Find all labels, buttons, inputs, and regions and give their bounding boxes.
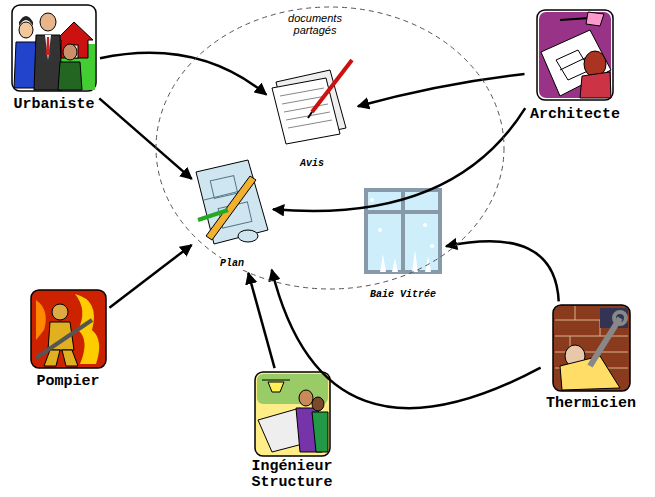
arrow-connector — [99, 98, 191, 178]
ingenieur-icon — [255, 372, 330, 456]
plan-icon — [196, 160, 268, 244]
arrow-connector — [248, 273, 274, 368]
pompier-icon — [31, 290, 106, 368]
actor-node: Pompier — [29, 289, 107, 390]
actor-label: Thermicien — [546, 396, 636, 412]
actor-node: Architecte — [528, 10, 623, 123]
actor-node: Thermicien — [544, 304, 639, 412]
dashed-ellipse — [155, 6, 505, 290]
arrow-connector — [272, 270, 541, 408]
arrow-connector — [273, 108, 525, 211]
actor-node: Urbaniste — [11, 5, 97, 113]
urbaniste-icon — [12, 5, 96, 91]
document-node: Plan — [194, 158, 270, 270]
actor-node: Ingénieur Structure — [235, 371, 349, 491]
baie-vitree-icon — [366, 190, 440, 272]
actor-label: Ingénieur Structure — [237, 459, 347, 491]
actor-label: Urbaniste — [13, 97, 94, 113]
avis-icon — [272, 60, 352, 144]
architecte-icon — [537, 10, 613, 100]
document-label: Plan — [219, 258, 245, 270]
document-node: Baie Vitrée — [363, 189, 443, 301]
arrow-connector — [109, 245, 191, 308]
actor-label: Pompier — [36, 374, 99, 390]
shared-documents-region: documents partagésAvisPlanBaie Vitrée — [155, 6, 505, 290]
arrow-connector — [358, 74, 525, 106]
region-title: documents partagés — [275, 12, 355, 36]
arrow-connector — [446, 241, 559, 301]
arrow-connector — [100, 53, 266, 95]
thermicien-icon — [553, 305, 630, 391]
document-node: Avis — [269, 64, 355, 170]
document-label: Avis — [299, 158, 325, 170]
document-label: Baie Vitrée — [369, 289, 437, 301]
actor-label: Architecte — [530, 107, 620, 123]
